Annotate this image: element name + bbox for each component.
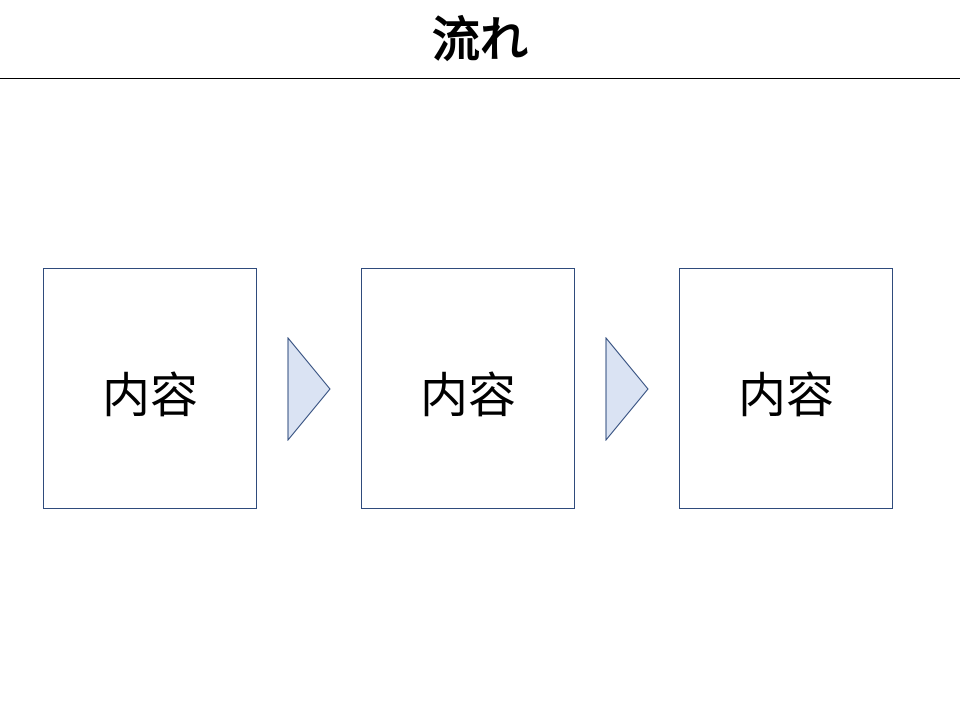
flow-step-1: 内容 — [43, 268, 257, 509]
title-divider — [0, 78, 960, 79]
flow-arrow-1 — [287, 337, 331, 441]
flow-step-3: 内容 — [679, 268, 893, 509]
slide-title: 流れ — [431, 12, 528, 68]
chevron-right-icon — [287, 337, 331, 441]
flow-step-2: 内容 — [361, 268, 575, 509]
flow-step-3-label: 内容 — [737, 367, 834, 424]
chevron-right-icon — [605, 337, 649, 441]
flow-step-1-label: 内容 — [101, 367, 198, 424]
flow-arrow-2 — [605, 337, 649, 441]
flow-step-2-label: 内容 — [419, 367, 516, 424]
